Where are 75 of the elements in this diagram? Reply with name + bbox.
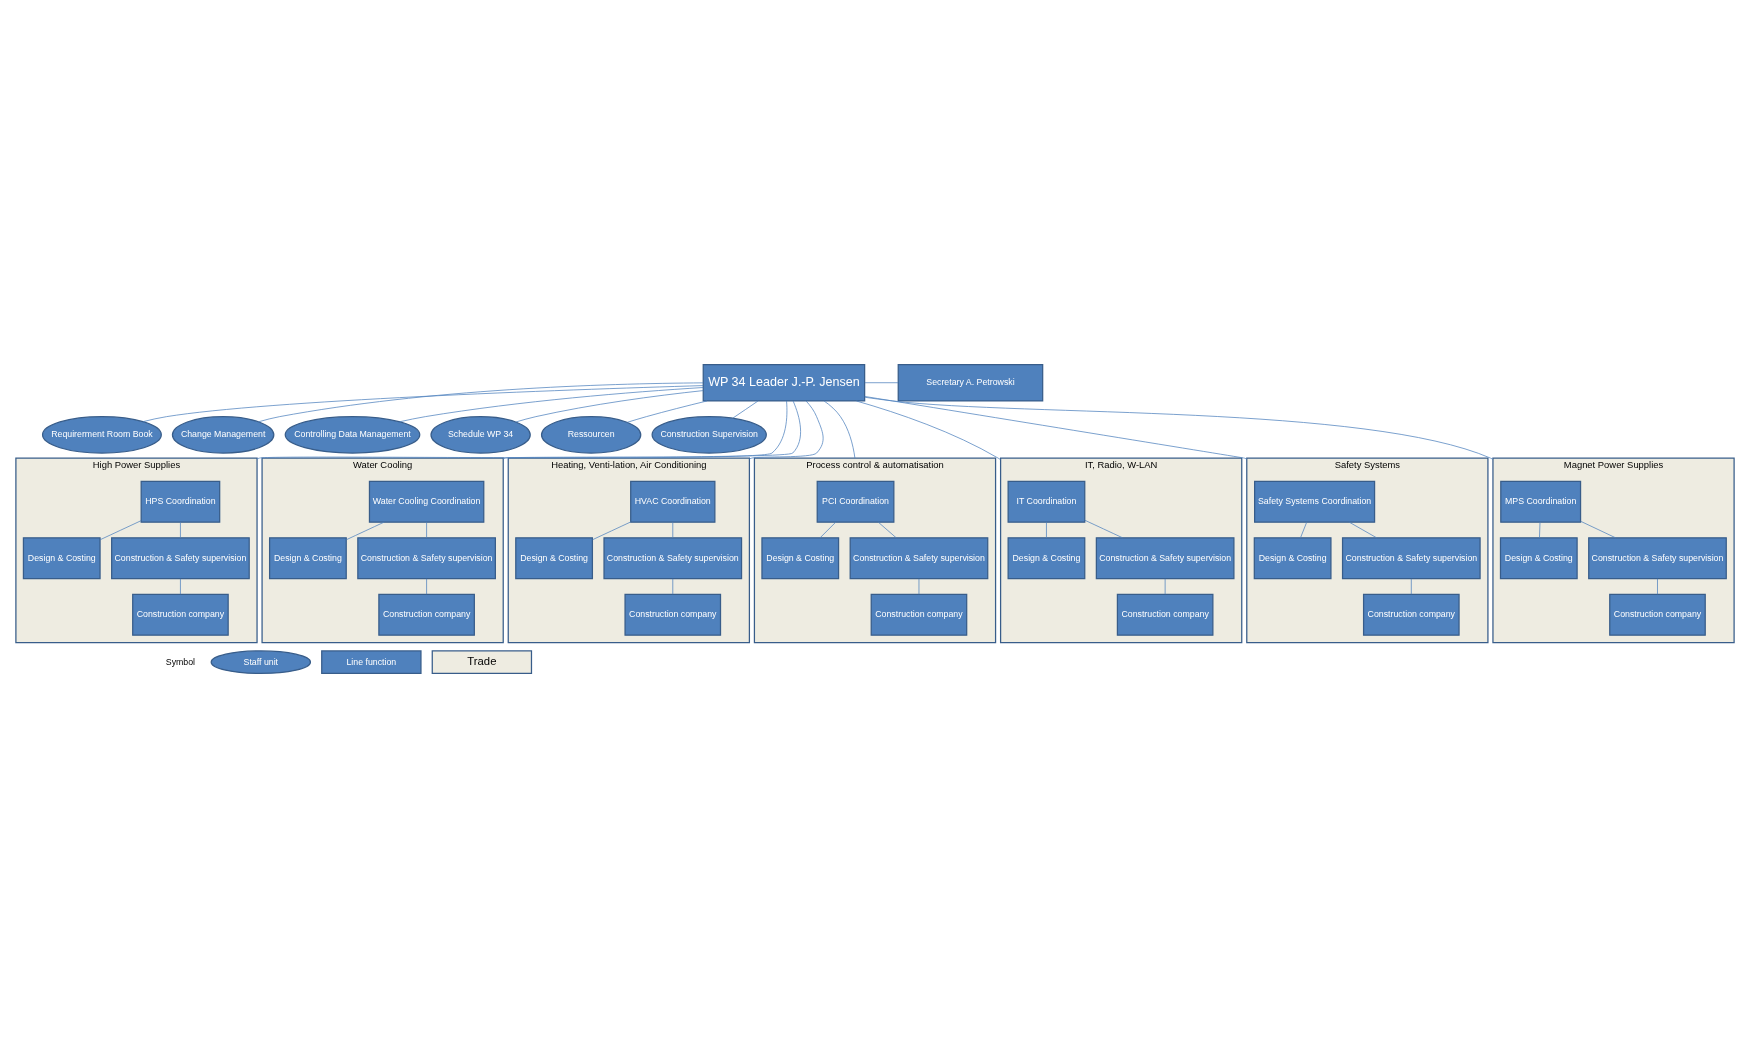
connector	[592, 521, 631, 541]
node-box: Construction company	[132, 593, 229, 636]
node-box: PCI Coordination	[816, 480, 895, 523]
node-ellipse: Construction Supervision	[651, 416, 767, 454]
connector	[180, 521, 181, 539]
node-box: Construction & Safety supervision	[111, 537, 250, 580]
node-box: Construction company	[624, 593, 722, 636]
label: Symbol	[165, 656, 196, 667]
connector	[672, 521, 674, 539]
node-ellipse: Controlling Data Management	[284, 416, 421, 454]
node-box: Design & Costing	[269, 537, 347, 580]
node-box: WP 34 Leader J.-P. Jensen	[702, 363, 866, 402]
node-box: Design & Costing	[1253, 537, 1332, 580]
connector	[864, 382, 899, 384]
node-box: Construction & Safety supervision	[1341, 537, 1481, 580]
node-box: Construction & Safety supervision	[1588, 537, 1727, 580]
connector	[256, 400, 788, 460]
connector	[1046, 521, 1047, 539]
node-box: Design & Costing	[1499, 537, 1578, 580]
connector	[399, 387, 704, 423]
node-box: Construction company	[1609, 593, 1706, 636]
node-box: MPS Coordination	[1500, 480, 1582, 523]
node-box: Water Cooling Coordination	[368, 480, 485, 523]
connector	[1580, 520, 1616, 539]
node-box: Construction & Safety supervision	[603, 537, 743, 580]
node-ellipse: Requirerment Room Book	[41, 416, 162, 454]
connector	[864, 396, 1494, 460]
node-box: IT Coordination	[1007, 480, 1086, 523]
node-ellipse: Change Management	[171, 416, 275, 454]
connector	[426, 521, 427, 539]
connector	[1300, 521, 1308, 539]
node-box: Design & Costing	[761, 537, 840, 580]
node-box: Design & Costing	[1007, 537, 1086, 580]
node-box: Safety Systems Coordination	[1254, 480, 1376, 523]
connector	[258, 382, 704, 423]
connector	[918, 578, 920, 595]
node-box: HPS Coordination	[140, 480, 221, 523]
node-box: Construction & Safety supervision	[1095, 537, 1235, 580]
connector	[1657, 578, 1658, 595]
connector	[856, 400, 1001, 460]
node-box: HVAC Coordination	[630, 480, 716, 523]
connector	[1539, 521, 1541, 539]
legend-label: Staff unit	[243, 656, 279, 667]
node-box: Design & Costing	[515, 537, 594, 580]
node-box: Construction company	[378, 593, 475, 636]
connector	[515, 390, 704, 423]
connector	[626, 400, 708, 423]
node-ellipse: Schedule WP 34	[430, 416, 531, 454]
node-box: Secretary A. Petrowski	[897, 363, 1044, 402]
legend-label: Trade	[467, 654, 497, 667]
connector	[180, 578, 181, 595]
connector	[823, 400, 856, 459]
connector	[749, 400, 824, 460]
connector	[732, 400, 759, 419]
connector	[1084, 519, 1123, 539]
connector	[1348, 521, 1377, 539]
connector	[1164, 578, 1166, 595]
legend-label: Line function	[346, 656, 397, 667]
node-box: Design & Costing	[22, 537, 101, 580]
connector	[864, 396, 1248, 460]
connector	[877, 521, 897, 539]
node-box: Construction company	[1116, 593, 1214, 636]
node-box: Construction & Safety supervision	[357, 537, 496, 580]
connector	[426, 578, 427, 595]
connector	[142, 385, 704, 423]
connector	[819, 521, 836, 539]
node-box: Construction company	[870, 593, 968, 636]
connector	[346, 521, 385, 541]
connector	[502, 400, 801, 460]
node-ellipse: Ressourcen	[540, 416, 642, 454]
connector	[1410, 578, 1412, 595]
connector	[99, 520, 142, 541]
node-box: Construction company	[1362, 593, 1460, 636]
connector	[672, 578, 674, 595]
node-box: Construction & Safety supervision	[849, 537, 989, 580]
